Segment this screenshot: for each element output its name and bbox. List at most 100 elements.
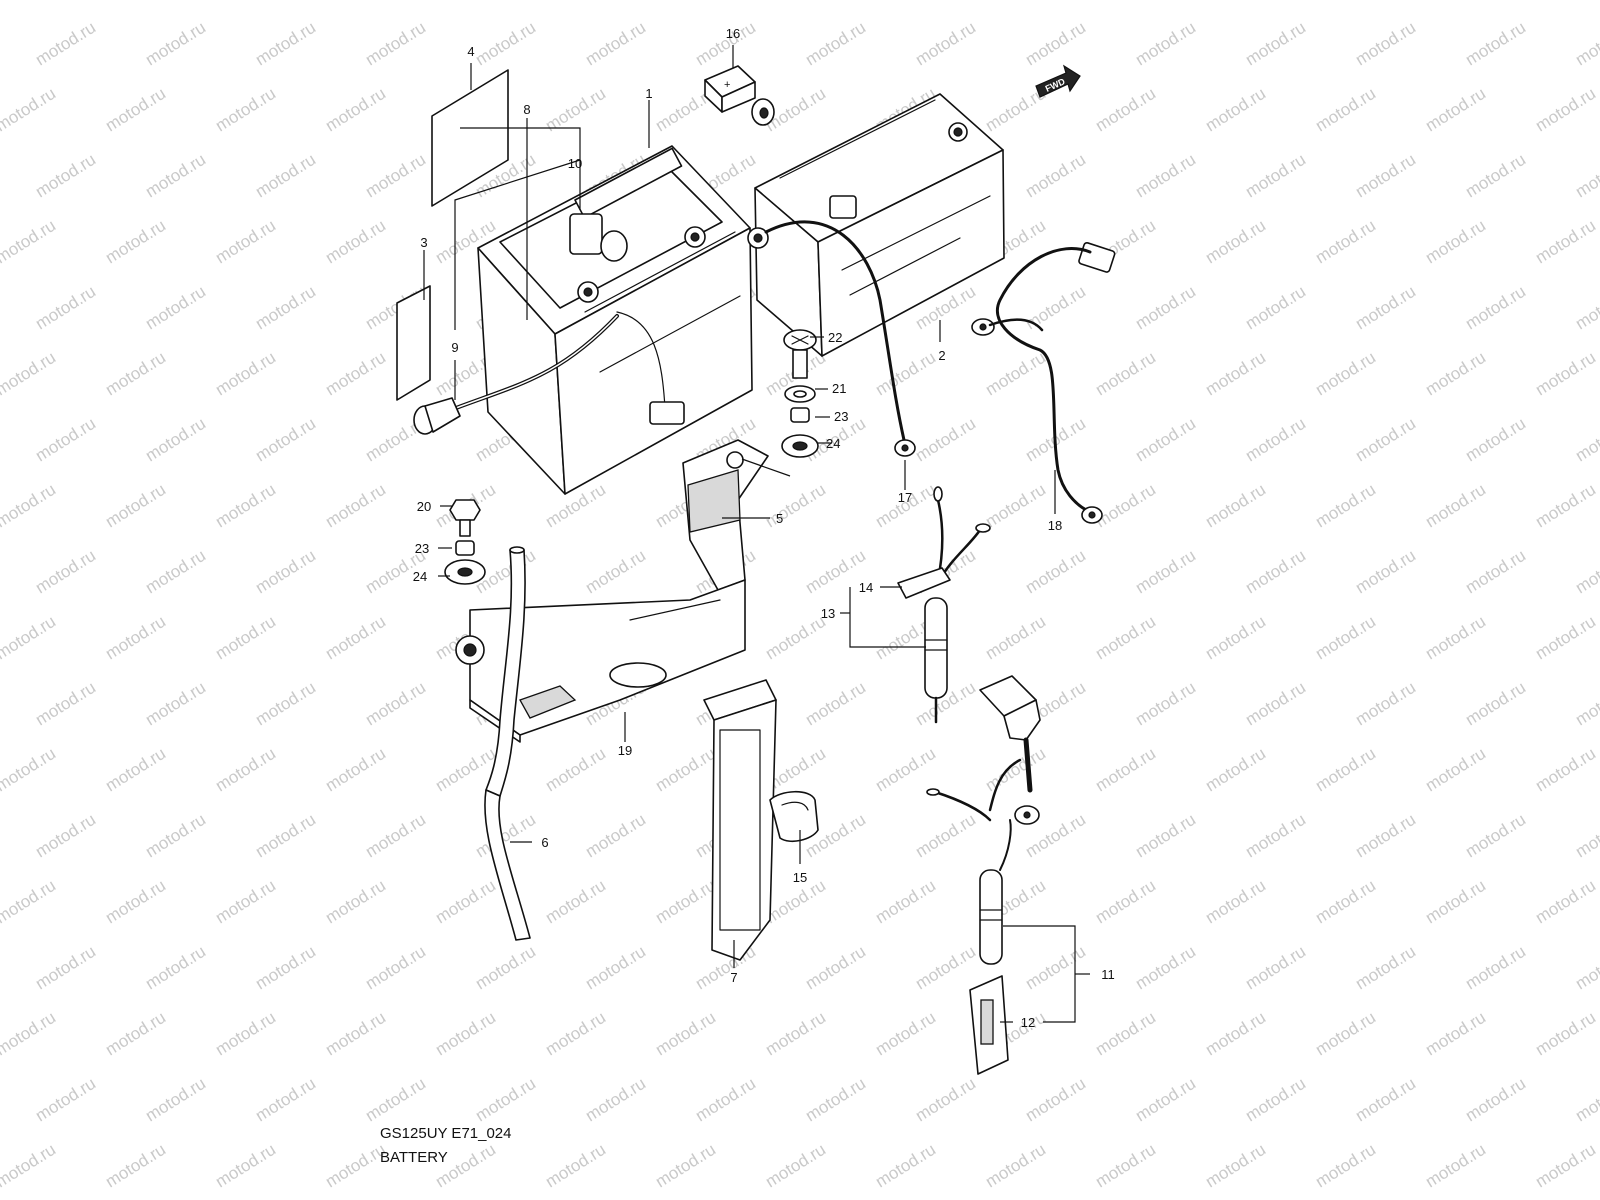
watermark-text: motod.ru [1532,348,1599,400]
watermark-text: motod.ru [212,216,279,268]
fwd-arrow: FWD [1035,64,1081,98]
watermark-text: motod.ru [542,0,609,3]
watermark-text: motod.ru [1242,282,1309,334]
watermark-text: motod.ru [1352,942,1419,994]
watermark-text: motod.ru [1022,1074,1089,1126]
watermark-text: motod.ru [0,876,59,928]
watermark-text: motod.ru [1242,1074,1309,1126]
watermark-text: motod.ru [322,1008,389,1060]
watermark-text: motod.ru [102,744,169,796]
watermark-text: motod.ru [1532,84,1599,136]
watermark-text: motod.ru [912,810,979,862]
watermark-text: motod.ru [1312,1140,1379,1192]
callout-20: 20 [417,499,431,514]
diagram-title: BATTERY [380,1149,448,1166]
watermark-text: motod.ru [432,1008,499,1060]
watermark-text: motod.ru [1202,348,1269,400]
watermark-text: motod.ru [1312,480,1379,532]
watermark-text: motod.ru [762,480,829,532]
model-code: GS125UY E71_024 [380,1125,512,1142]
watermark-text: motod.ru [0,348,59,400]
watermark-text: motod.ru [1092,1140,1159,1192]
watermark-text: motod.ru [102,612,169,664]
part-17-battery-lead [747,220,916,457]
watermark-text: motod.ru [1202,1008,1269,1060]
watermark-text: motod.ru [802,1074,869,1126]
watermark-text: motod.ru [582,1074,649,1126]
watermark-text: motod.ru [212,480,279,532]
callout-12: 12 [1021,1015,1035,1030]
callout-3: 3 [420,235,427,250]
watermark-text: motod.ru [1572,942,1600,994]
watermark-text: motod.ru [32,546,99,598]
watermark-text: motod.ru [1092,348,1159,400]
watermark-text: motod.ru [322,480,389,532]
watermark-text: motod.ru [252,414,319,466]
callout-16: 16 [726,26,740,41]
watermark-text: motod.ru [1132,1074,1199,1126]
watermark-text: motod.ru [252,942,319,994]
watermark-text: motod.ru [1312,1008,1379,1060]
watermark-text: motod.ru [1132,18,1199,70]
watermark-text: motod.ru [1462,810,1529,862]
watermark-text: motod.ru [1092,612,1159,664]
watermark-text: motod.ru [142,1074,209,1126]
watermark-text: motod.ru [432,0,499,3]
watermark-text: motod.ru [1572,678,1600,730]
watermark-text: motod.ru [1422,0,1489,3]
watermark-text: motod.ru [1462,414,1529,466]
watermark-text: motod.ru [652,1008,719,1060]
watermark-text: motod.ru [322,744,389,796]
part-9-vent-tube [413,314,619,435]
callout-24-left: 24 [413,569,427,584]
watermark-text: motod.ru [1242,18,1309,70]
watermark-text: motod.ru [1022,150,1089,202]
part-1-battery [477,145,753,495]
watermark-text: motod.ru [252,150,319,202]
watermark-text: motod.ru [1462,18,1529,70]
watermark-text: motod.ru [802,942,869,994]
watermark-text: motod.ru [1202,876,1269,928]
watermark-text: motod.ru [142,942,209,994]
watermark-text: motod.ru [32,150,99,202]
callout-17: 17 [898,490,912,505]
watermark-text: motod.ru [322,1140,389,1192]
watermark-text: motod.ru [102,0,169,3]
watermark-text: motod.ru [432,876,499,928]
hardware-stack-right [781,329,819,458]
leader-lines [423,45,1090,1023]
watermark-text: motod.ru [322,84,389,136]
watermark-text: motod.ru [1312,612,1379,664]
watermark-text: motod.ru [1572,810,1600,862]
watermark-text: motod.ru [1132,150,1199,202]
watermark-text: motod.ru [1202,480,1269,532]
part-15-clip [769,790,819,842]
watermark-text: motod.ru [1202,1140,1269,1192]
watermark-text: motod.ru [652,876,719,928]
watermark-text: motod.ru [982,744,1049,796]
callout-13: 13 [821,606,835,621]
part-7-rubber-strap [703,679,777,961]
watermark-text: motod.ru [1422,84,1489,136]
watermark-text: motod.ru [1242,546,1309,598]
watermark-text: motod.ru [1462,1074,1529,1126]
callout-23-right: 23 [834,409,848,424]
watermark-text: motod.ru [252,678,319,730]
watermark-text: motod.ru [1312,876,1379,928]
callout-7: 7 [730,970,737,985]
watermark-text: motod.ru [32,942,99,994]
watermark-text: motod.ru [652,0,719,3]
watermark-text: motod.ru [582,546,649,598]
watermark-text: motod.ru [1422,1008,1489,1060]
watermark-text: motod.ru [212,876,279,928]
watermark-text: motod.ru [362,810,429,862]
watermark-text: motod.ru [1352,678,1419,730]
watermark-text: motod.ru [1532,612,1599,664]
watermark-text: motod.ru [1352,150,1419,202]
watermark-text: motod.ru [1352,810,1419,862]
watermark-text: motod.ru [1572,546,1600,598]
part-3-label-sheet [396,285,431,401]
watermark-text: motod.ru [1242,414,1309,466]
watermark-text: motod.ru [0,1140,59,1192]
callout-18: 18 [1048,518,1062,533]
